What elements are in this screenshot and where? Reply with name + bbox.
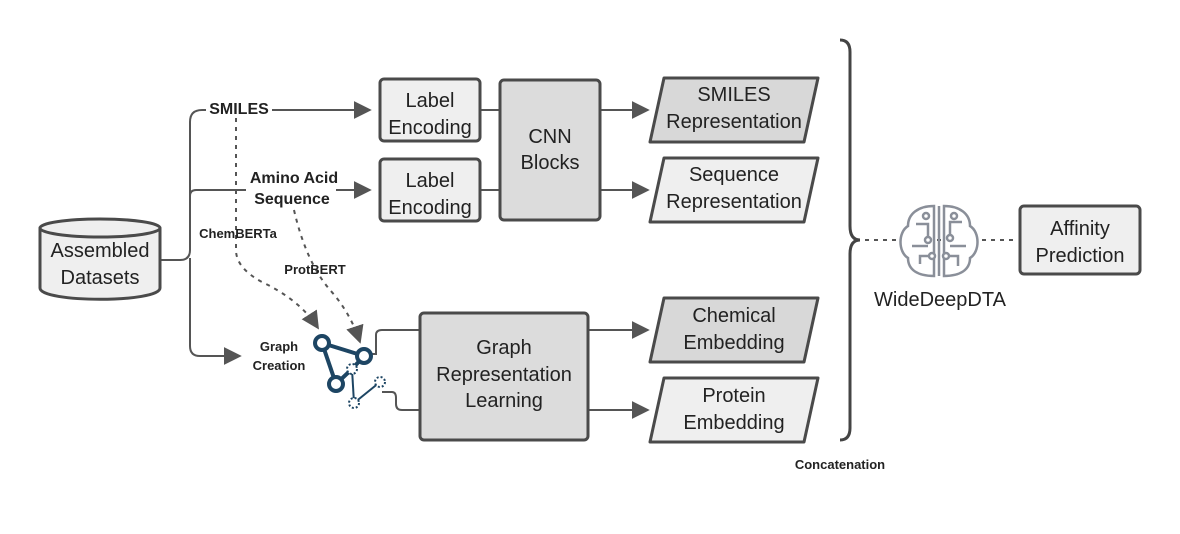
affinity-prediction-box: Affinity Prediction xyxy=(1018,204,1142,276)
edge-datasets-graph-creation xyxy=(189,258,242,365)
edge-graph-grl-top xyxy=(372,329,420,355)
label-encoding-1-line2: Encoding xyxy=(388,117,471,139)
label-protbert: ProtBERT xyxy=(284,262,345,277)
edge-graph-grl-bottom xyxy=(382,391,420,411)
label-encoding-1-line1: Label xyxy=(406,90,455,112)
protein-embedding-box: Protein Embedding xyxy=(648,376,820,444)
smiles-rep-line1: SMILES xyxy=(697,84,770,106)
label-graph-creation-line1: Graph xyxy=(260,339,298,354)
label-amino-acid-line1: Amino Acid xyxy=(250,170,338,187)
graph-network-icon xyxy=(313,334,386,409)
grl-line1: Graph xyxy=(476,337,532,359)
label-encoding-2-line2: Encoding xyxy=(388,197,471,219)
datasets-label-line1: Assembled xyxy=(51,240,150,262)
chemical-embedding-box: Chemical Embedding xyxy=(648,296,820,364)
prot-emb-line2: Embedding xyxy=(683,412,784,434)
grl-line2: Representation xyxy=(436,364,572,386)
edge-datasets-amino xyxy=(189,189,246,200)
label-smiles: SMILES xyxy=(209,101,269,118)
sequence-representation-box: Sequence Representation xyxy=(648,156,820,224)
edge-chemberta-dashed xyxy=(235,118,319,330)
concatenation-brace xyxy=(839,38,861,442)
cnn-label-line1: CNN xyxy=(528,126,571,148)
prot-emb-line1: Protein xyxy=(702,385,765,407)
grl-line3: Learning xyxy=(465,390,543,412)
datasets-label-line2: Datasets xyxy=(61,267,140,289)
seq-rep-line2: Representation xyxy=(666,191,802,213)
label-amino-acid-line2: Sequence xyxy=(254,191,330,208)
brain-circuit-icon xyxy=(899,204,979,278)
connectors xyxy=(160,101,1016,419)
chem-emb-line2: Embedding xyxy=(683,332,784,354)
model-name-label: WideDeepDTA xyxy=(874,289,1007,311)
label-encoding-box-2: Label Encoding xyxy=(378,157,482,223)
chem-emb-line1: Chemical xyxy=(692,305,775,327)
affinity-line1: Affinity xyxy=(1050,218,1110,240)
label-graph-creation-line2: Creation xyxy=(253,358,306,373)
label-encoding-2-line1: Label xyxy=(406,170,455,192)
cnn-blocks-box: CNN Blocks xyxy=(498,78,602,222)
datasets-cylinder: Assembled Datasets xyxy=(38,217,162,301)
affinity-line2: Prediction xyxy=(1036,245,1125,267)
label-encoding-box-1: Label Encoding xyxy=(378,77,482,143)
label-chemberta: ChemBERTa xyxy=(199,226,278,241)
edge-protbert-dashed xyxy=(293,209,364,344)
seq-rep-line1: Sequence xyxy=(689,164,779,186)
cnn-label-line2: Blocks xyxy=(521,152,580,174)
edge-datasets-smiles xyxy=(160,109,206,261)
smiles-representation-box: SMILES Representation xyxy=(648,76,820,144)
graph-representation-learning-box: Graph Representation Learning xyxy=(418,311,590,442)
label-concatenation: Concatenation xyxy=(795,457,885,472)
smiles-rep-line2: Representation xyxy=(666,111,802,133)
